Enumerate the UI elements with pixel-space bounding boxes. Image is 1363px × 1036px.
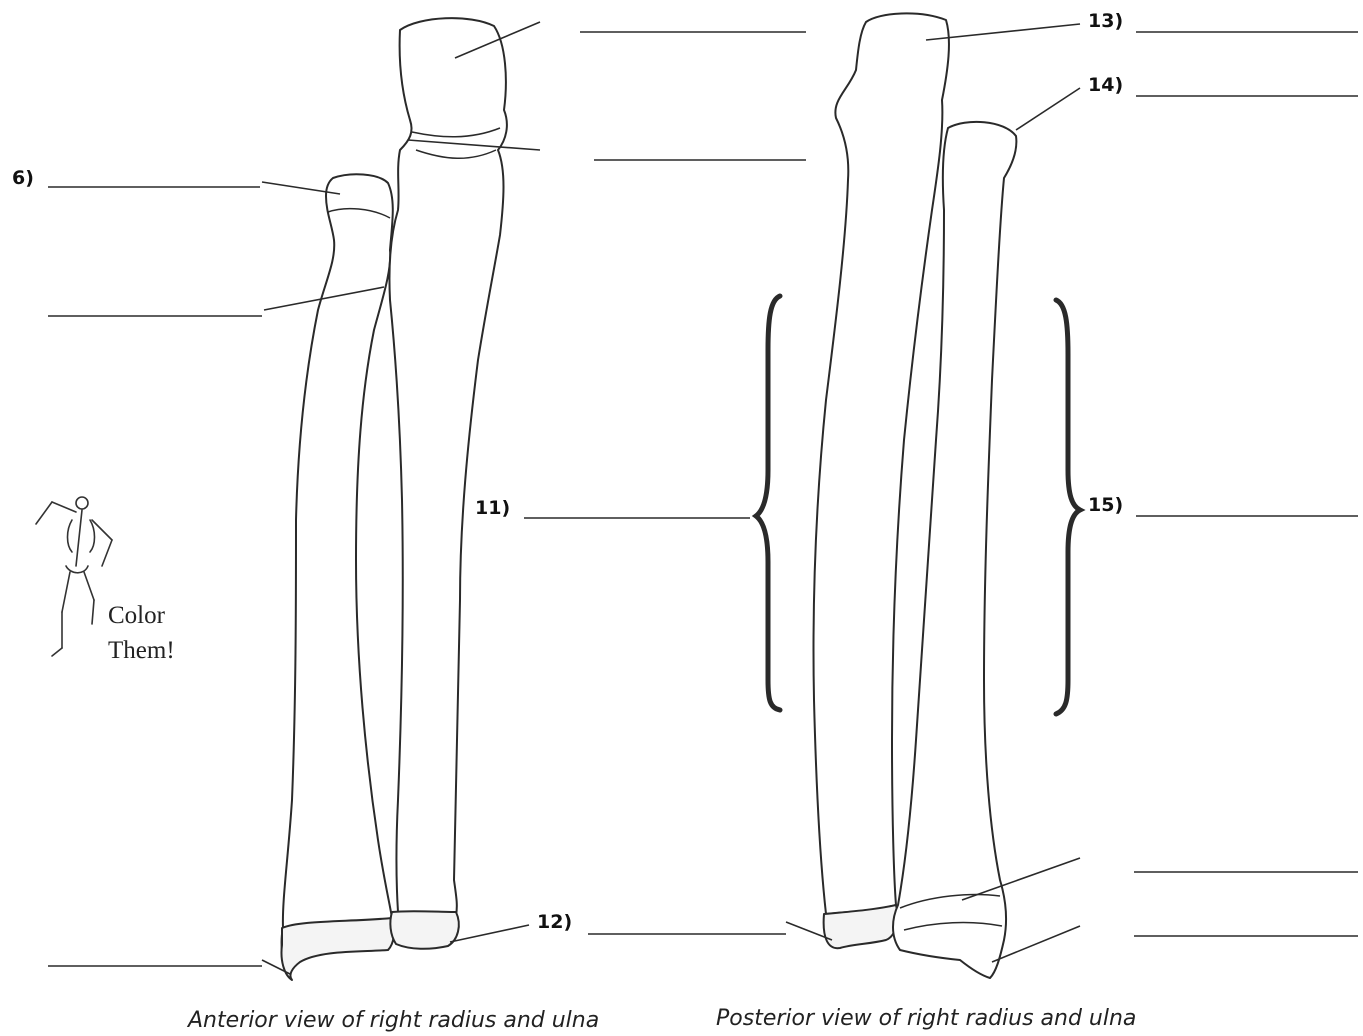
anterior-radius-distal xyxy=(281,918,394,980)
skeleton-leg xyxy=(92,600,94,624)
label-14: 14) xyxy=(1088,74,1123,96)
anterior-radius xyxy=(282,174,393,970)
skeleton-figure xyxy=(36,497,112,656)
skeleton-raised-arm xyxy=(52,502,76,512)
skeleton-leg xyxy=(84,572,94,600)
label-13: 13) xyxy=(1088,10,1123,32)
label-11: 11) xyxy=(475,497,510,519)
skeleton-leg xyxy=(62,572,70,612)
color-them-note: Color Them! xyxy=(108,598,175,668)
caption-posterior: Posterior view of right radius and ulna xyxy=(716,1006,1136,1031)
braces xyxy=(756,296,1080,714)
label-6: 6) xyxy=(12,167,34,189)
brace-right xyxy=(1056,300,1080,714)
label-15: 15) xyxy=(1088,494,1123,516)
posterior-view xyxy=(814,13,1017,978)
skeleton-arm xyxy=(102,540,112,566)
leader-line xyxy=(1016,88,1080,130)
skeleton-raised-arm xyxy=(36,502,52,524)
brace-left xyxy=(756,296,780,710)
anterior-ulna-distal xyxy=(390,911,458,949)
skeleton-foot xyxy=(52,648,62,656)
note-line-1: Color xyxy=(108,598,175,633)
note-line-2: Them! xyxy=(108,633,175,668)
anterior-view xyxy=(281,18,506,980)
caption-anterior: Anterior view of right radius and ulna xyxy=(188,1008,599,1033)
skeleton-skull xyxy=(76,497,88,509)
leader-line xyxy=(450,925,529,942)
label-12: 12) xyxy=(537,911,572,933)
leader-lines xyxy=(48,22,1358,974)
skeleton-spine xyxy=(76,510,82,566)
